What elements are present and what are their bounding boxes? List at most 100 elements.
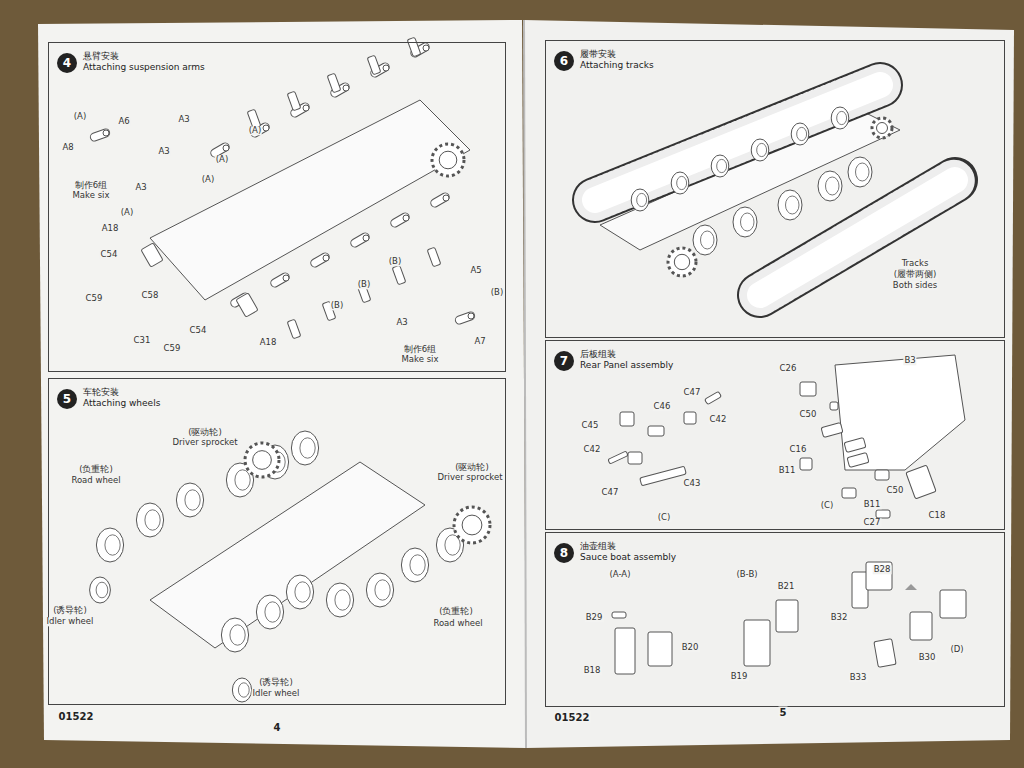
part-label: (C) — [820, 501, 835, 510]
part-label: C50 — [886, 486, 905, 495]
part-label: Idler wheel — [252, 689, 301, 698]
part — [940, 590, 966, 618]
part-label: (B) — [330, 301, 344, 310]
part — [705, 391, 722, 404]
part-label: C54 — [100, 250, 119, 259]
part — [866, 562, 892, 590]
part — [830, 402, 838, 410]
road-wheel — [366, 573, 393, 607]
part-label: (A) — [73, 112, 87, 121]
page-footer: 01522 — [58, 711, 95, 722]
part-label: A3 — [177, 115, 190, 124]
part — [407, 37, 421, 57]
part — [327, 73, 341, 93]
part-label: (A-A) — [609, 570, 632, 579]
sprocket — [668, 248, 696, 276]
step-heading: 履带安装 — [580, 49, 616, 59]
part — [615, 628, 635, 674]
part-label: (C) — [657, 513, 672, 522]
part-label: A18 — [101, 224, 120, 233]
part-label: (负重轮) — [438, 607, 474, 616]
step-number: 6 — [560, 54, 568, 68]
part-label: A18 — [259, 338, 278, 347]
road-wheel — [286, 575, 313, 609]
step-panel: 悬臂安装Attaching suspension arms4 — [48, 42, 506, 372]
part-label: B29 — [585, 613, 604, 622]
part-label: (履带两侧) — [893, 270, 938, 279]
page-footer: 5 — [779, 707, 788, 718]
part — [287, 319, 301, 339]
road-wheel — [136, 503, 163, 537]
part-label: Road wheel — [70, 476, 121, 485]
road-wheel — [232, 678, 251, 702]
hull — [150, 462, 425, 648]
part-label: C47 — [601, 488, 620, 497]
part — [287, 91, 301, 111]
part-label: A7 — [473, 337, 486, 346]
part-label: A6 — [117, 117, 130, 126]
part-label: B28 — [873, 565, 892, 574]
step-circle: 5 — [57, 389, 77, 409]
part-label: B33 — [849, 673, 868, 682]
part-label: (A) — [215, 155, 229, 164]
part-label: C47 — [683, 388, 702, 397]
part — [612, 612, 626, 618]
part-label: (诱导轮) — [52, 606, 88, 615]
part-label: Both sides — [892, 281, 938, 290]
part-label: C45 — [581, 421, 600, 430]
part-label: B21 — [777, 582, 796, 591]
road-wheel — [831, 107, 849, 129]
part — [821, 423, 843, 438]
part — [744, 620, 770, 666]
part-label: B20 — [681, 643, 700, 652]
road-wheel — [326, 583, 353, 617]
part-label: Idler wheel — [46, 617, 95, 626]
part-label: Driver sprocket — [436, 473, 503, 482]
part-label: C42 — [709, 415, 728, 424]
part — [648, 426, 664, 436]
road-wheel — [751, 139, 769, 161]
part-label: C50 — [799, 410, 818, 419]
track — [760, 180, 955, 295]
part-label: (B-B) — [735, 570, 758, 579]
step-number: 4 — [63, 56, 71, 70]
sprocket — [454, 507, 490, 543]
road-wheel — [733, 207, 757, 237]
part — [608, 451, 628, 464]
part-label: Driver sprocket — [171, 438, 238, 447]
part-label: (驱动轮) — [454, 463, 490, 472]
part-label: A5 — [469, 266, 482, 275]
step-panel: 车轮安装Attaching wheels5 — [48, 378, 506, 705]
part — [392, 265, 406, 285]
road-wheel — [778, 190, 802, 220]
step-circle: 8 — [554, 543, 574, 563]
part-label: (B) — [490, 288, 504, 297]
part-label: C43 — [683, 479, 702, 488]
road-wheel — [818, 171, 842, 201]
part-label: B18 — [583, 666, 602, 675]
step-number: 7 — [560, 354, 568, 368]
part-label: C27 — [863, 518, 882, 527]
suspension-arm — [389, 212, 410, 229]
road-wheel — [176, 483, 203, 517]
part — [776, 600, 798, 632]
step-circle: 7 — [554, 351, 574, 371]
part-label: C54 — [189, 326, 208, 335]
part-label: (A) — [248, 126, 262, 135]
suspension-arm — [454, 311, 476, 325]
part — [906, 465, 936, 499]
part-label: C31 — [133, 336, 152, 345]
road-wheel — [848, 157, 872, 187]
suspension-arm — [309, 252, 330, 269]
part — [800, 382, 816, 396]
road-wheel — [221, 618, 248, 652]
step-heading: 悬臂安装 — [83, 51, 119, 61]
step-panel: 油壶组装Sauce boat assembly8 — [545, 532, 1005, 707]
sprocket — [872, 118, 892, 138]
artwork — [38, 20, 1014, 748]
part-label: (D) — [949, 645, 964, 654]
part-label: 制作6组 — [74, 181, 108, 190]
step-panel: 后板组装Rear Panel assembly7 — [545, 340, 1005, 530]
right-page — [524, 20, 1014, 748]
